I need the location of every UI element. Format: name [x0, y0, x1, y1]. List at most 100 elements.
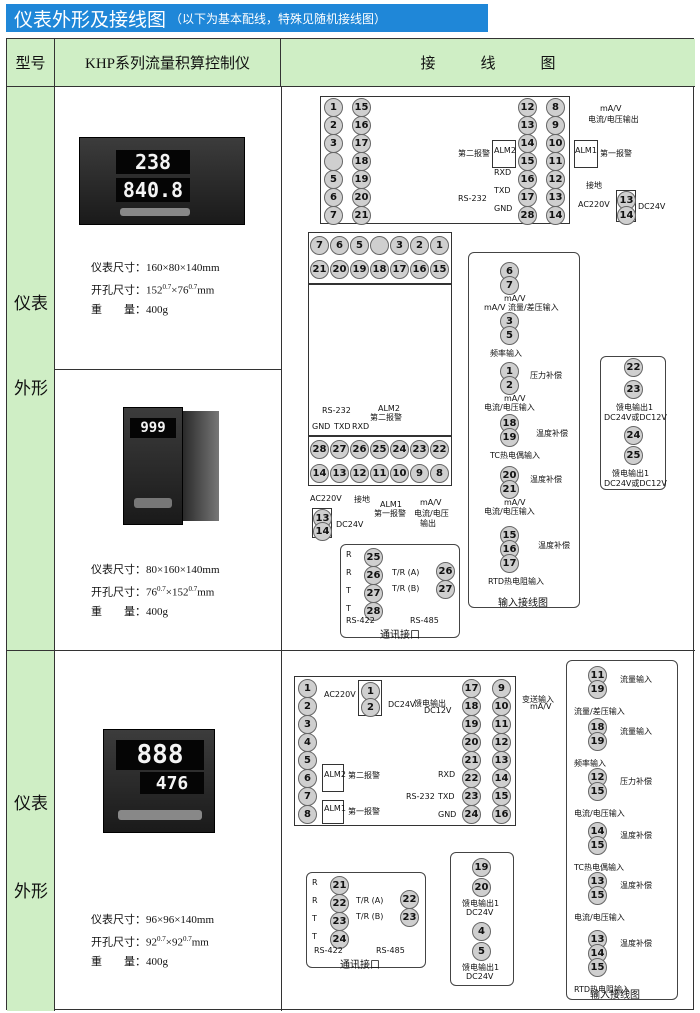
terminal: 27: [436, 580, 455, 599]
comm-side-label: T: [346, 604, 351, 613]
device-photo-2: 999: [123, 407, 183, 525]
device1-keypad: [120, 208, 190, 216]
spec-weight: 重 量：400g: [91, 605, 168, 618]
input-label: 频率输入: [574, 759, 606, 768]
spec-cutout: 开孔尺寸：1520.7×760.7mm: [91, 283, 215, 297]
terminal: 15: [588, 836, 607, 855]
terminal: 24: [624, 426, 643, 445]
tr-b-label: T/R (B): [392, 584, 420, 593]
terminal: 14: [310, 464, 329, 483]
device1-bottom-display: 840.8: [116, 178, 190, 202]
terminal: 19: [352, 170, 371, 189]
input-side-label: 流量输入: [620, 675, 652, 684]
ac-label: AC220V: [578, 200, 610, 209]
terminal: 5: [324, 170, 343, 189]
alm1-box: [574, 140, 598, 168]
terminal: 24: [330, 930, 349, 949]
terminal: 17: [518, 188, 537, 207]
unit-body-2: [308, 284, 452, 436]
terminal: 19: [588, 680, 607, 699]
device2-keypad: [134, 498, 172, 508]
input-label: 流量/差压输入: [574, 707, 625, 716]
input-panel-title: 输入接线图: [498, 598, 548, 609]
terminal: 16: [410, 260, 429, 279]
terminal: 22: [430, 440, 449, 459]
input-label: 电流/电压输入: [484, 403, 535, 412]
terminal: 15: [588, 782, 607, 801]
terminal: 28: [518, 206, 537, 225]
terminal: 21: [352, 206, 371, 225]
terminal: 12: [350, 464, 369, 483]
terminal: 21: [310, 260, 329, 279]
input-label: TC热电偶输入: [490, 451, 541, 460]
ac-label: AC220V: [324, 690, 356, 699]
alarm1-label: 第一报警: [374, 509, 406, 518]
terminal: 15: [588, 958, 607, 977]
terminal: 14: [546, 206, 565, 225]
terminal: 12: [546, 170, 565, 189]
device3-top-display: 888: [116, 740, 204, 770]
terminal: 6: [330, 236, 349, 255]
terminal: 13: [518, 116, 537, 135]
comm-side-label: T: [346, 586, 351, 595]
terminal-block-bottom: [308, 436, 452, 486]
gnd-label: GND: [494, 204, 513, 213]
feed-label: 馈电输出: [414, 699, 446, 708]
terminal: 16: [518, 170, 537, 189]
terminal: 3: [390, 236, 409, 255]
terminal: 7: [310, 236, 329, 255]
alm2-label: ALM2: [378, 404, 400, 413]
ac-label: AC220V: [310, 494, 342, 503]
txd-label: TXD: [334, 422, 351, 431]
input-label: RTD热电阻输入: [574, 985, 631, 994]
input-label: 电流/电压输入: [574, 913, 625, 922]
terminal: 2: [298, 697, 317, 716]
terminal: 7: [298, 787, 317, 806]
input-side-label: 温度补偿: [620, 939, 652, 948]
device2-housing: [183, 411, 219, 521]
terminal: 3: [324, 134, 343, 153]
terminal: 1: [361, 682, 380, 701]
rxd-label: RXD: [494, 168, 512, 177]
gnd-label: GND: [312, 422, 331, 431]
terminal: 20: [472, 878, 491, 897]
terminal: 3: [298, 715, 317, 734]
rs232-label: RS-232: [406, 792, 435, 801]
input-side-label: 压力补偿: [530, 371, 562, 380]
divider: [7, 650, 695, 651]
tr-a-label: T/R (A): [392, 568, 420, 577]
terminal: 25: [370, 440, 389, 459]
comm-side-label: R: [312, 896, 318, 905]
terminal: 15: [352, 98, 371, 117]
device2-display: 999: [130, 418, 176, 438]
terminal: 23: [410, 440, 429, 459]
transmit-label: 变送输入: [522, 695, 554, 704]
rs485-label: RS-485: [410, 616, 439, 625]
divider: [281, 87, 282, 1011]
terminal: 9: [546, 116, 565, 135]
input-label: TC热电偶输入: [574, 863, 625, 872]
terminal: 2: [410, 236, 429, 255]
spec-cutout: 开孔尺寸：920.7×920.7mm: [91, 935, 209, 949]
alm2-label: ALM2: [494, 146, 516, 155]
input-side-label: 流量输入: [620, 727, 652, 736]
row2-label-b: 外形: [14, 882, 48, 902]
row2-label-a: 仪表: [14, 794, 48, 814]
earth-label: 接地: [354, 495, 370, 504]
terminal: 27: [330, 440, 349, 459]
comm-title: 通讯接口: [340, 960, 380, 971]
terminal: 7: [500, 276, 519, 295]
device-photo-1: 238 840.8: [79, 137, 245, 225]
terminal: 16: [352, 116, 371, 135]
row2-label-cell: [7, 650, 55, 1011]
terminal: 14: [518, 134, 537, 153]
terminal: 23: [400, 908, 419, 927]
gnd-label: GND: [438, 810, 457, 819]
input-wiring-panel-1: [468, 252, 580, 608]
terminal: 5: [298, 751, 317, 770]
feed-output-box-2: [450, 852, 514, 986]
comm-title: 通讯接口: [380, 630, 420, 641]
row1-label-b: 外形: [14, 379, 48, 399]
comm-interface-box-1: [340, 544, 460, 638]
terminal: 14: [313, 522, 332, 541]
